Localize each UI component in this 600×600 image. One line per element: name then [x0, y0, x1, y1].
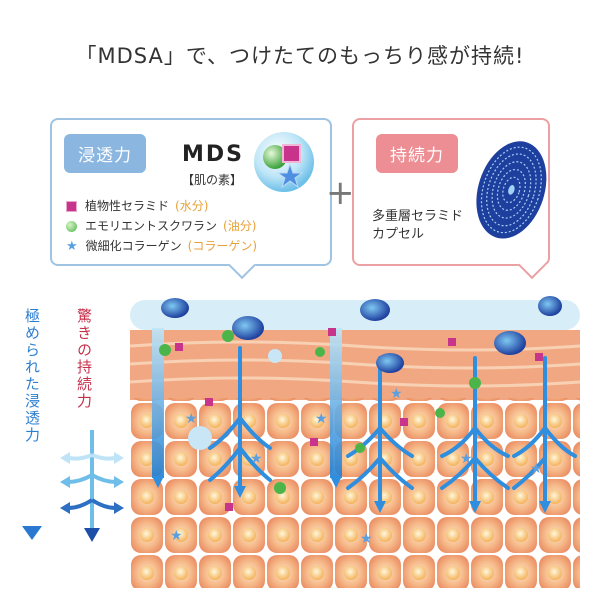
- ceramide-square-icon: [66, 200, 77, 212]
- svg-text:★: ★: [390, 386, 403, 402]
- skin-illustration: ★ ★ ★ ★ ★ ★ ★ ★: [130, 296, 580, 588]
- duration-label: 驚きの持続力: [75, 308, 93, 410]
- list-item: エモリエントスクワラン (油分): [66, 216, 257, 236]
- svg-text:★: ★: [185, 411, 198, 427]
- svg-text:★: ★: [170, 528, 183, 544]
- plus-sign: +: [326, 173, 355, 213]
- list-item: ★ 微細化コラーゲン (コラーゲン): [66, 238, 258, 254]
- penetration-label: 極められた浸透力: [23, 308, 41, 444]
- collagen-star-icon: ★: [66, 238, 78, 254]
- down-arrow-icon: [22, 468, 42, 540]
- capsule-text: 多重層セラミド カプセル: [372, 209, 464, 242]
- mds-subtitle: 【肌の素】: [182, 173, 243, 187]
- mds-title: MDS: [182, 142, 244, 167]
- svg-text:★: ★: [315, 411, 328, 427]
- mds-orb-icon: [254, 132, 314, 192]
- penetration-tab: 浸透力: [64, 134, 146, 173]
- svg-text:★: ★: [250, 451, 263, 467]
- ingredient-list: 植物性セラミド (水分) エモリエントスクワラン (油分) ★ 微細化コラーゲン…: [66, 196, 257, 256]
- svg-text:★: ★: [530, 461, 543, 477]
- branch-arrow-icon: [60, 430, 124, 542]
- list-item: 植物性セラミド (水分): [66, 196, 257, 216]
- ceramide-capsule-icon: [476, 141, 547, 239]
- side-arrows: [22, 430, 124, 542]
- headline: 「MDSA」で、つけたてのもっちり感が持続!: [75, 44, 525, 68]
- duration-tab: 持続力: [376, 134, 458, 173]
- squalane-circle-icon: [66, 220, 77, 232]
- svg-text:★: ★: [360, 531, 373, 547]
- capsule-info-box: 持続力 多重層セラミド カプセル: [352, 118, 550, 266]
- svg-text:★: ★: [460, 451, 473, 467]
- mds-info-box: 浸透力 MDS 【肌の素】 植物性セラミド (水分) エモリエントスクワラ: [50, 118, 332, 266]
